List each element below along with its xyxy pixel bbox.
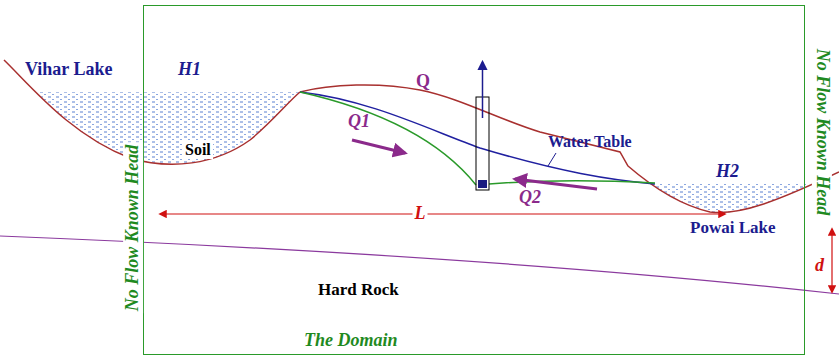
pumping-arrow (482, 62, 484, 118)
water-table (300, 92, 655, 184)
lake-name: Powai Lake (690, 219, 775, 238)
flow-arrow (352, 140, 405, 153)
boundary-condition: No Flow Known Head (812, 47, 832, 218)
material-label: Hard Rock (318, 281, 399, 300)
head-symbol: H2 (716, 162, 739, 182)
well-pump (478, 180, 487, 188)
drawdown-curve (489, 181, 655, 184)
material-label: Soil (183, 141, 213, 159)
lake-water (0, 92, 300, 172)
boundary-condition: No Flow Known Head (123, 143, 143, 314)
dimension-label: L (413, 204, 428, 224)
flow-symbol: Q2 (519, 188, 541, 208)
domain-boundary: The Domain (143, 5, 805, 355)
region-title: The Domain (304, 331, 398, 351)
flow-symbol: Q (416, 72, 430, 92)
lake-name: Vihar Lake (25, 60, 113, 80)
dimension-line (160, 213, 725, 214)
water-table-label: Water Table (548, 133, 632, 151)
dimension-line (831, 229, 832, 292)
ground-surface (300, 85, 839, 213)
lake-water (620, 183, 839, 223)
dimension-label: d (815, 256, 824, 276)
leader-line (548, 153, 556, 166)
flow-symbol: Q1 (348, 112, 370, 132)
ground-surface (4, 60, 300, 164)
drawdown-curve (300, 92, 476, 185)
head-symbol: H1 (178, 60, 201, 80)
